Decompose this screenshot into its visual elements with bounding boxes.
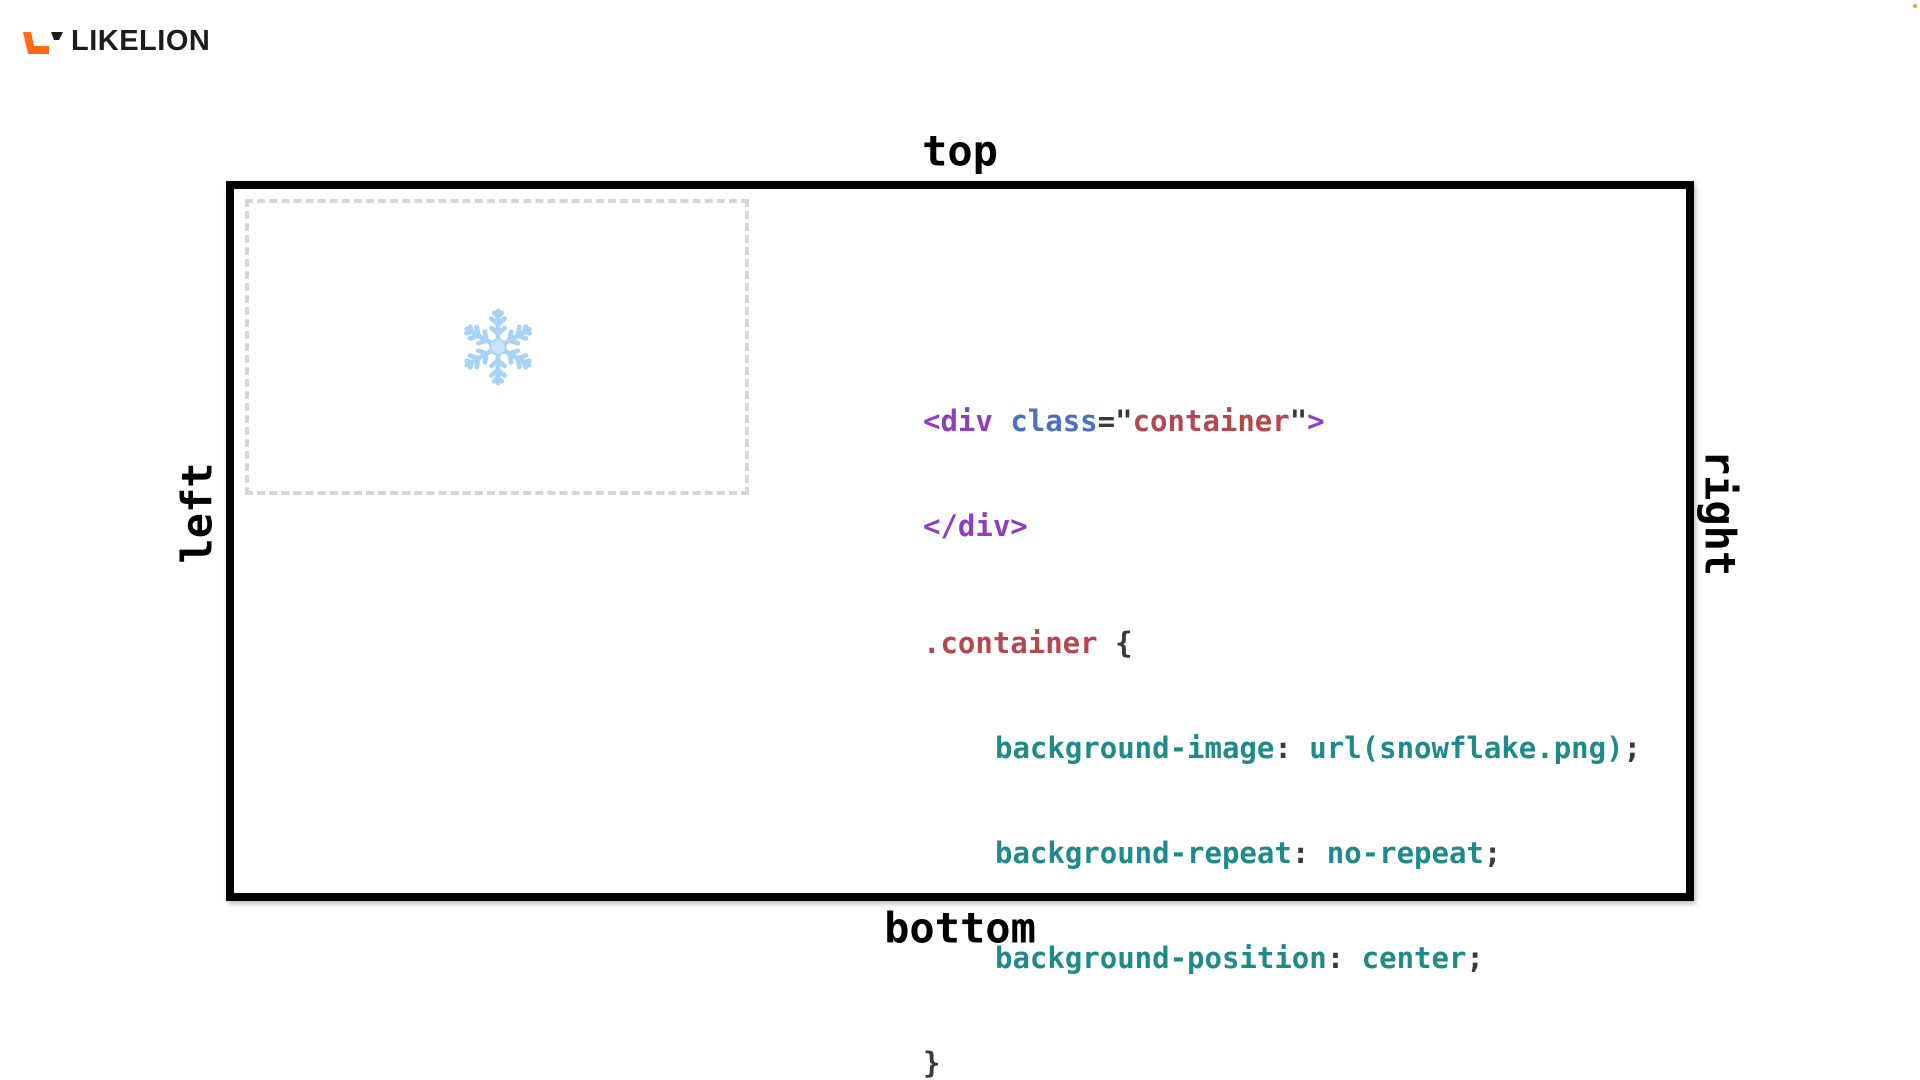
css-semicolon: ; xyxy=(1483,836,1502,870)
css-declaration: background-repeat: no-repeat; xyxy=(923,836,1641,871)
css-semicolon: ; xyxy=(1623,731,1642,765)
snowflake-icon xyxy=(460,308,536,387)
label-left: left xyxy=(172,462,222,564)
html-open-tag: <div xyxy=(923,404,1011,438)
html-quote-open: " xyxy=(1115,404,1133,438)
html-close-tag: </div> xyxy=(923,509,1028,543)
html-equals: = xyxy=(1097,404,1116,438)
css-code-block: .container { background-image: url(snowf… xyxy=(923,556,1641,1080)
css-declaration: background-image: url(snowflake.png); xyxy=(923,731,1641,766)
css-value: center xyxy=(1361,941,1467,975)
corner-dot xyxy=(1913,4,1917,8)
css-semicolon: ; xyxy=(1466,941,1484,975)
html-code-line-close: </div> xyxy=(923,509,1325,544)
container-box xyxy=(226,181,1694,901)
logo-text: LIKELION xyxy=(71,25,211,57)
html-class-attribute: class xyxy=(1010,404,1098,438)
css-open-brace: { xyxy=(1097,626,1133,660)
css-property: background-image xyxy=(995,731,1275,765)
css-colon: : xyxy=(1291,836,1327,870)
html-code-block: <div class="container"> </div> xyxy=(923,334,1325,579)
css-close-brace-line: } xyxy=(923,1046,1641,1080)
css-declaration: background-position: center; xyxy=(923,941,1641,976)
css-colon: : xyxy=(1326,941,1362,975)
css-property: background-position xyxy=(995,941,1327,975)
label-right: right xyxy=(1695,449,1745,577)
css-value: url(snowflake.png) xyxy=(1309,731,1624,765)
css-close-brace: } xyxy=(923,1046,941,1080)
css-property: background-repeat xyxy=(995,836,1292,870)
background-image-area xyxy=(245,199,749,495)
html-open-tag-end: > xyxy=(1307,404,1325,438)
label-bottom: bottom xyxy=(884,903,1036,953)
html-code-line-open: <div class="container"> xyxy=(923,404,1325,439)
css-colon: : xyxy=(1274,731,1310,765)
css-selector: .container xyxy=(923,626,1098,660)
likelion-logo-icon xyxy=(23,31,63,54)
html-quote-close: " xyxy=(1289,404,1308,438)
likelion-logo: LIKELION xyxy=(23,25,210,58)
label-top: top xyxy=(922,126,998,176)
css-value: no-repeat xyxy=(1326,836,1484,870)
html-class-value: container xyxy=(1132,404,1290,438)
css-selector-line: .container { xyxy=(923,626,1641,661)
